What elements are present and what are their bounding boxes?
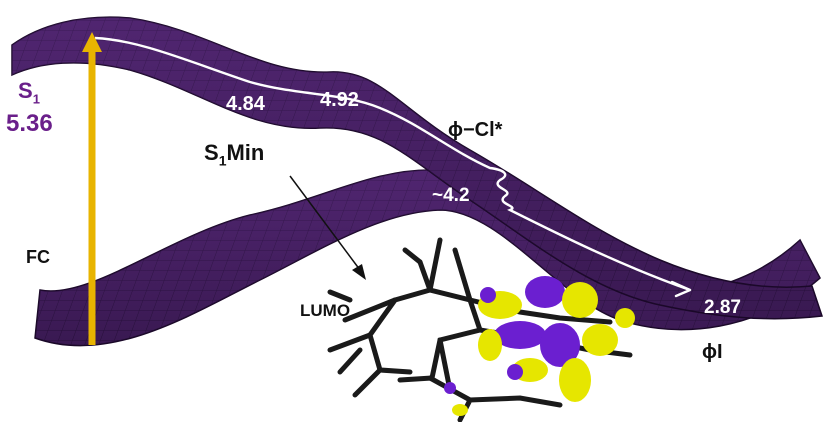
lumo-orbital — [444, 276, 635, 416]
energy-label-a: 4.84 — [226, 93, 265, 115]
excitation-arrow — [82, 32, 102, 345]
product-label: ϕI — [702, 341, 723, 363]
energy-label-b: 4.92 — [320, 89, 359, 111]
barrier-energy-label: ~4.2 — [432, 185, 470, 206]
reaction-path — [94, 36, 692, 298]
s1min-word: Min — [226, 140, 265, 165]
excited-state-surface — [11, 16, 824, 320]
end-energy-label: 2.87 — [704, 297, 741, 318]
s1-subscript: 1 — [32, 91, 40, 107]
pointer-arrow — [289, 175, 366, 280]
s1-letter: S — [18, 78, 33, 103]
fc-label: FC — [26, 247, 50, 267]
pi-cl-label: ϕ−Cl* — [448, 119, 503, 141]
lumo-label: LUMO — [300, 301, 351, 320]
s1min-subscript: 1 — [218, 152, 227, 169]
s1min-letter: S — [204, 140, 219, 165]
s1-min-label: S1Min — [204, 140, 265, 169]
s1-state-label: S1 — [18, 78, 40, 107]
ground-state-surface — [34, 169, 821, 347]
s1-energy-label: 5.36 — [6, 110, 53, 137]
